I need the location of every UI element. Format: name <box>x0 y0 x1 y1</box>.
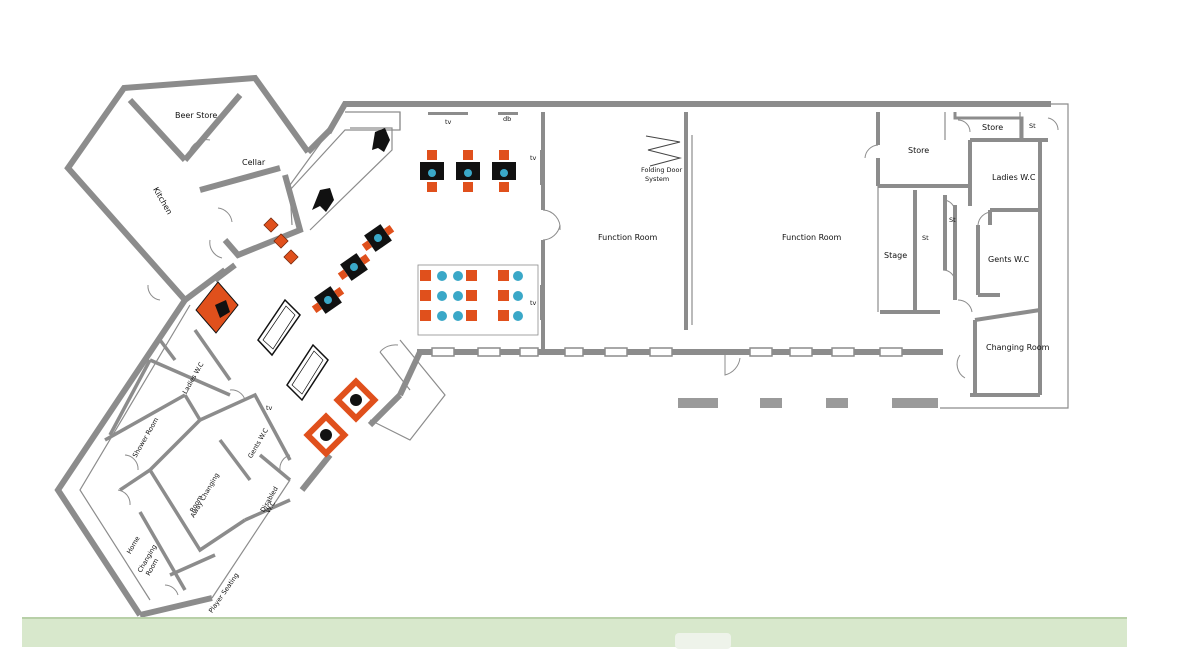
st-label-3: St <box>922 234 929 242</box>
kitchen-label: Kitchen <box>151 186 174 217</box>
left-thin-walls <box>79 111 446 601</box>
function-room-1-label: Function Room <box>598 233 658 242</box>
gents-wc-right-label: Gents W.C <box>988 255 1030 264</box>
bottom-toolbar <box>22 617 1127 647</box>
gents-wc-left-label: Gents W.C <box>246 426 270 459</box>
function-room-2-label: Function Room <box>782 233 842 242</box>
store-label: Store <box>908 146 929 155</box>
st-label-1: St <box>1029 122 1036 130</box>
store-boxes <box>953 112 1024 138</box>
round-tables <box>303 377 379 458</box>
staff-figures <box>312 128 390 212</box>
tv-markers <box>428 112 543 320</box>
changing-room-label: Changing Room <box>986 343 1050 352</box>
outdoor-slabs <box>678 398 938 408</box>
ladies-wc-right-label: Ladies W.C <box>992 173 1036 182</box>
tv-right-1-label: tv <box>530 154 537 162</box>
player-seating-label: Player Seating <box>207 571 241 614</box>
tv-top-label: tv <box>445 118 452 126</box>
fireplace <box>195 281 239 334</box>
folding-door-label-1: Folding Door <box>641 166 682 174</box>
interior-walls <box>541 112 1048 397</box>
folding-door-label-2: System <box>645 175 669 183</box>
diagonal-tables <box>311 224 395 314</box>
bar-counter <box>309 127 393 231</box>
stage-label: Stage <box>884 251 907 260</box>
left-interior-walls <box>104 328 292 591</box>
bottom-handle[interactable] <box>675 633 731 649</box>
lounge-chairs <box>263 217 299 265</box>
pool-table-details <box>262 305 324 395</box>
door-swings <box>542 117 1059 379</box>
folding-door-icon <box>645 135 682 167</box>
top-tables <box>420 150 516 192</box>
pool-tables <box>257 298 329 402</box>
thin-walls <box>399 103 1069 409</box>
ladies-wc-left-label: Ladies W.C <box>181 360 206 395</box>
st-label-2: St <box>949 216 956 224</box>
left-walls <box>54 74 423 618</box>
south-windows <box>431 347 903 357</box>
store-top-label: Store <box>982 123 1003 132</box>
beer-store-label: Beer Store <box>175 111 217 120</box>
tv-right-2-label: tv <box>530 299 537 307</box>
db-label: db <box>503 115 511 123</box>
grid-seating <box>417 264 539 336</box>
home-changing-label-1: Home <box>125 535 142 556</box>
left-door-swings <box>117 139 399 596</box>
tv-left-label: tv <box>266 404 273 412</box>
cellar-label: Cellar <box>242 158 266 167</box>
